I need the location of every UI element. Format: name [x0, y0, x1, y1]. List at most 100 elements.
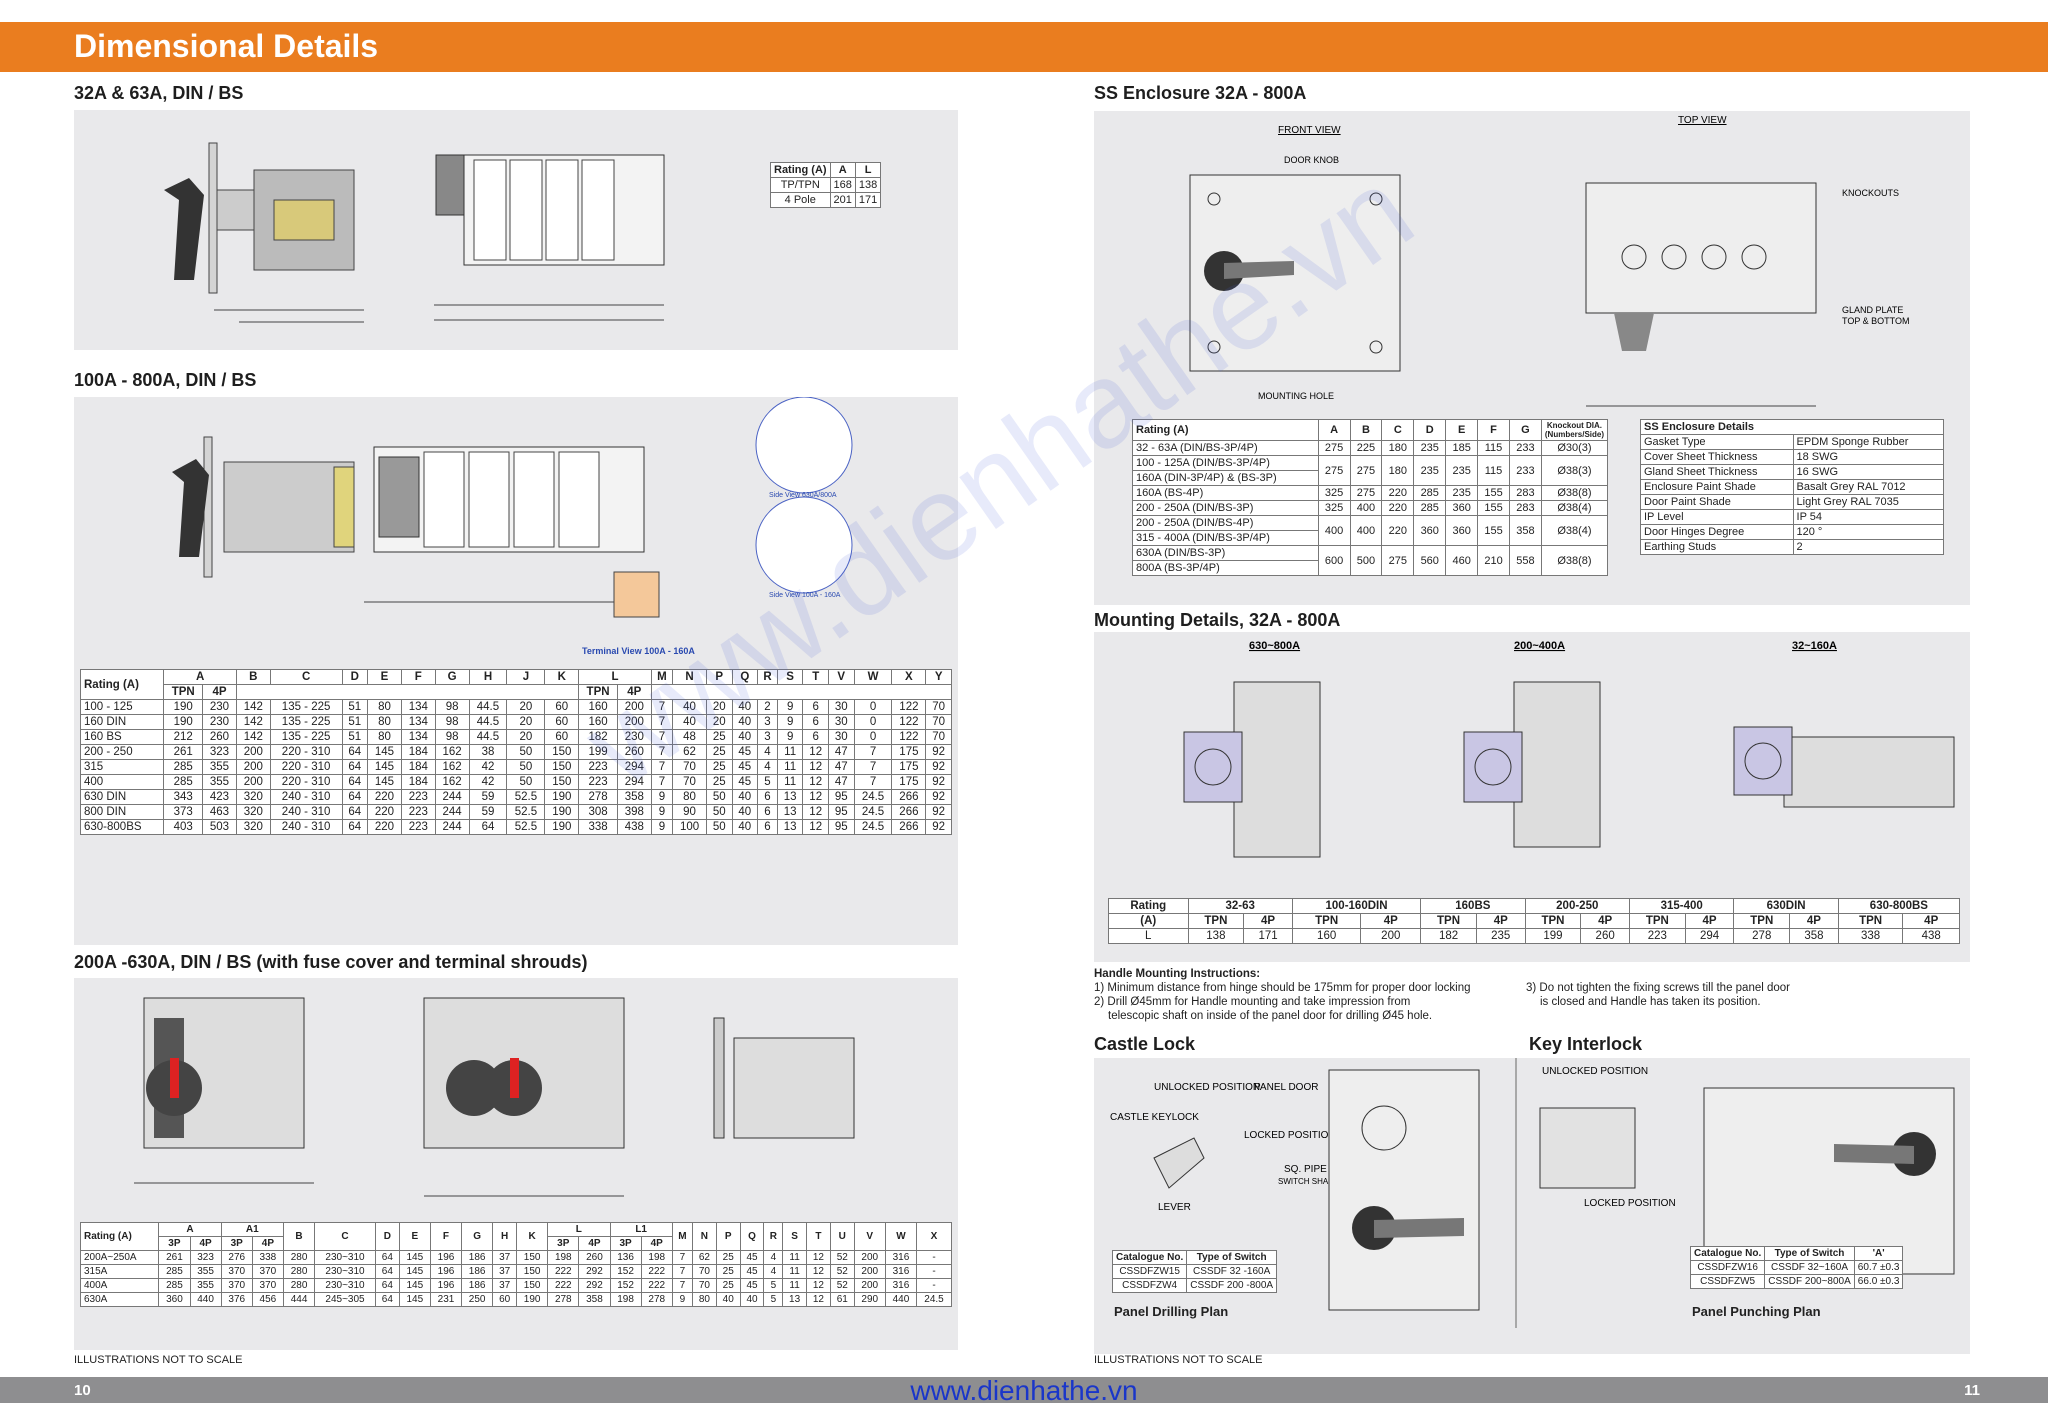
- col-a: 'A': [1853, 1246, 1904, 1261]
- cell: 338: [578, 819, 618, 835]
- cell: 245~305: [314, 1292, 376, 1307]
- cell: 142: [235, 714, 271, 730]
- cell: 315: [79, 759, 165, 775]
- cell: 7: [650, 714, 674, 730]
- cell: 560: [1413, 545, 1447, 576]
- col-catalogue: Catalogue No.: [1689, 1246, 1766, 1261]
- sub-3p: 3P: [220, 1236, 253, 1251]
- cell: 4: [763, 1250, 784, 1265]
- cell: 52.5: [506, 804, 546, 820]
- col-d: D: [341, 669, 369, 685]
- col-switch-type: Type of Switch: [1186, 1250, 1278, 1265]
- cell: 92: [925, 789, 952, 805]
- cell: 220 - 310: [269, 774, 343, 790]
- cell: 24.5: [853, 789, 893, 805]
- cell: 323: [202, 744, 237, 760]
- detail-value: Light Grey RAL 7035: [1792, 494, 1945, 510]
- cell: 358: [1508, 515, 1542, 546]
- col-l: L: [854, 162, 882, 178]
- col-rating: Rating: [1108, 898, 1189, 914]
- cell: 186: [461, 1264, 494, 1279]
- cell: 186: [461, 1278, 494, 1293]
- footer-url-link[interactable]: www.dienhathe.vn: [910, 1375, 1138, 1403]
- cell: 290: [853, 1292, 886, 1307]
- cell: 160: [1291, 928, 1362, 944]
- detail-key: Cover Sheet Thickness: [1640, 449, 1794, 465]
- panel-punching-plan-label: Panel Punching Plan: [1692, 1304, 1821, 1319]
- cell: 9: [776, 714, 804, 730]
- cell: 42: [468, 759, 508, 775]
- sub-tpn: TPN: [163, 684, 204, 700]
- cell: 64: [468, 819, 508, 835]
- cell: 180: [1381, 440, 1415, 456]
- section-title-32-63: 32A & 63A, DIN / BS: [74, 83, 244, 103]
- cell: 244: [434, 789, 470, 805]
- cell: 24.5: [916, 1292, 952, 1307]
- cell: 278: [1733, 928, 1791, 944]
- cell: 50: [506, 759, 546, 775]
- cell: 150: [516, 1264, 549, 1279]
- cell: 360: [1445, 500, 1479, 516]
- cell: 9: [650, 789, 674, 805]
- cell: 12: [802, 759, 829, 775]
- section-title-100-800: 100A - 800A, DIN / BS: [74, 370, 257, 390]
- cell: 45: [739, 1250, 765, 1265]
- cell: 40: [731, 714, 759, 730]
- cell: CSSDFZW5: [1689, 1274, 1766, 1289]
- gland-plate-label-2: TOP & BOTTOM: [1842, 316, 1910, 326]
- col-e: E: [1445, 419, 1479, 441]
- mounting-32-label: 32~160A: [1792, 640, 1837, 652]
- cell: 64: [341, 744, 369, 760]
- cell: 325: [1317, 500, 1351, 516]
- col-b: B: [1349, 419, 1383, 441]
- cell: 444: [282, 1292, 316, 1307]
- cell: 182: [1420, 928, 1477, 944]
- sub-header: TPN: [1733, 913, 1791, 929]
- cell: 37: [492, 1250, 518, 1265]
- cell: 6: [802, 714, 829, 730]
- col-g: G: [434, 669, 470, 685]
- cell: 355: [202, 759, 237, 775]
- cell: 135 - 225: [269, 714, 343, 730]
- detail-value: 16 SWG: [1792, 464, 1945, 480]
- cell: 630-800BS: [79, 819, 165, 835]
- cell: 115: [1477, 440, 1510, 456]
- cell: 244: [434, 804, 470, 820]
- cell: 40: [731, 804, 759, 820]
- cell: 40: [715, 1292, 741, 1307]
- cell: 155: [1477, 485, 1510, 501]
- cell: 316: [884, 1264, 918, 1279]
- door-knob-label: DOOR KNOB: [1284, 155, 1339, 165]
- cell: 200: [235, 744, 271, 760]
- cell: 210: [1477, 545, 1510, 576]
- cell: 180: [1381, 455, 1415, 486]
- page-number-right: 11: [1964, 1382, 1980, 1399]
- drawing-panel-locks: UNLOCKED POSITION PANEL DOOR CASTLE KEYL…: [1094, 1058, 1970, 1354]
- panel-door-label: PANEL DOOR: [1254, 1082, 1318, 1093]
- cell: 122: [891, 714, 927, 730]
- col-f: F: [1477, 419, 1510, 441]
- col-g: G: [1508, 419, 1542, 441]
- cell: 370: [251, 1264, 284, 1279]
- cell: 3: [757, 729, 778, 745]
- cell: 292: [578, 1278, 611, 1293]
- cell: 190: [544, 804, 580, 820]
- cell: 11: [782, 1250, 808, 1265]
- drawing-panel-enclosure: FRONT VIEW TOP VIEW DOOR KNOB MOUNTING H…: [1094, 111, 1970, 605]
- sub-4p: 4P: [640, 1236, 673, 1251]
- sub-header: 4P: [1684, 913, 1735, 929]
- cell: 44.5: [468, 699, 508, 715]
- detail-key: Door Paint Shade: [1640, 494, 1794, 510]
- cell: 44.5: [468, 714, 508, 730]
- cell: 12: [806, 1278, 831, 1293]
- cell: 223: [400, 789, 436, 805]
- detail-value: IP 54: [1792, 509, 1945, 525]
- cell: 266: [891, 804, 927, 820]
- cell: 64: [341, 819, 369, 835]
